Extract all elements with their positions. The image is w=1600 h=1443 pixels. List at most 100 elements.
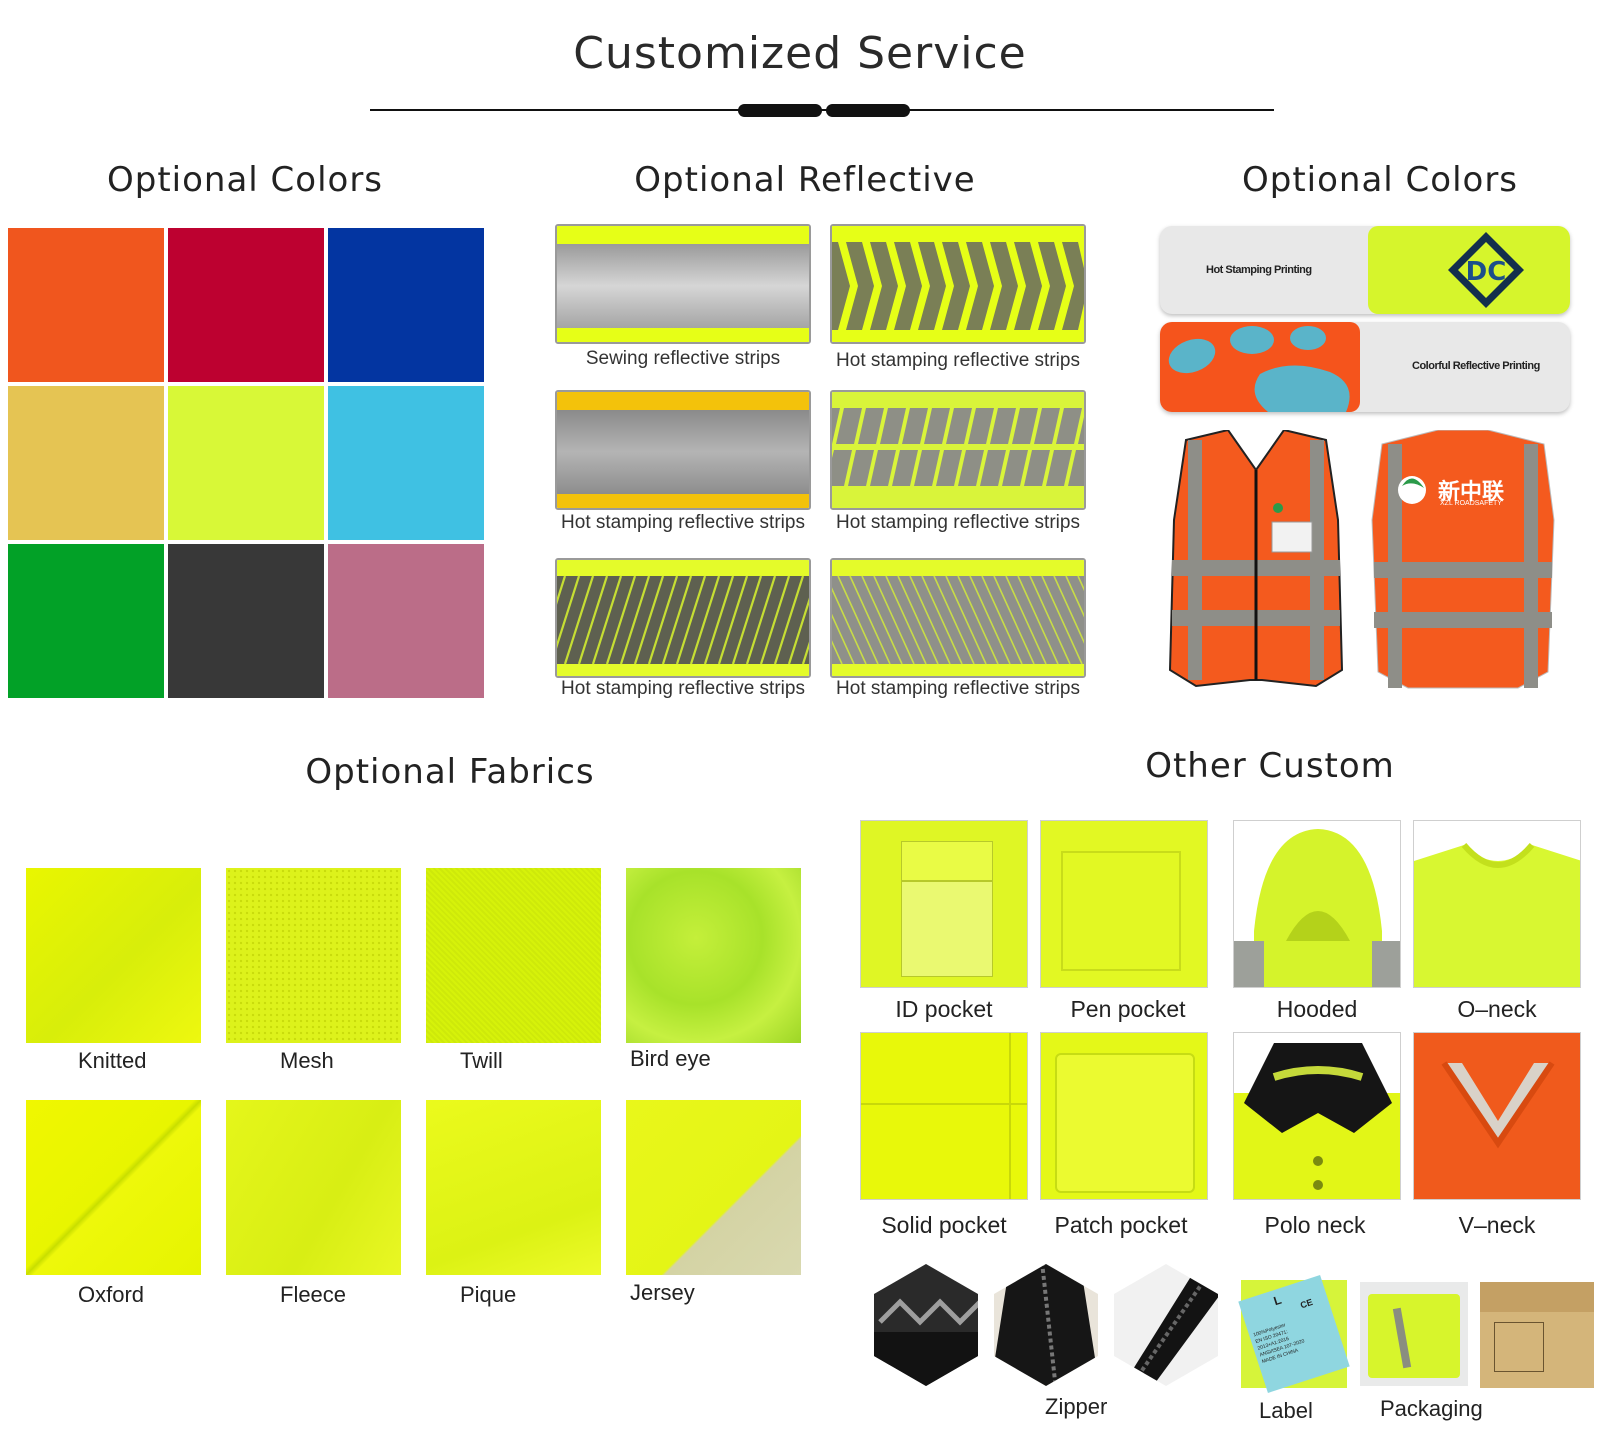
packaging-box-image	[1480, 1282, 1594, 1388]
care-label-icon: L CE 100%Polyester EN ISO 20471: 2013+A1…	[1238, 1275, 1350, 1393]
segmented-pattern	[832, 392, 1084, 508]
fabric-fleece	[226, 1100, 401, 1275]
fabric-bird-eye	[626, 868, 801, 1043]
color-swatch	[8, 386, 164, 540]
fabric-twill	[426, 868, 601, 1043]
color-swatch	[8, 544, 164, 698]
label-tag-image: L CE 100%Polyester EN ISO 20471: 2013+A1…	[1238, 1275, 1350, 1393]
color-swatch	[8, 228, 164, 382]
vest-printed-logo: 新中联 XZL ROADSAFETY	[1368, 429, 1558, 692]
fabric-label: Fleece	[280, 1282, 347, 1307]
hood-icon	[1234, 829, 1400, 987]
zipper-label: Zipper	[1045, 1394, 1108, 1419]
other-title: Other Custom	[1145, 746, 1395, 786]
bagged-vest-icon	[1368, 1294, 1460, 1378]
custom-polo-neck	[1233, 1032, 1401, 1200]
hot-stamping-sample: DC	[1368, 226, 1570, 314]
hot-stamping-label: Hot Stamping Printing	[1206, 264, 1312, 276]
vest-brand-cn: 新中联	[1438, 479, 1505, 504]
vest-front-icon	[1168, 428, 1344, 688]
custom-v-neck	[1413, 1032, 1581, 1200]
divider-pill-right	[826, 104, 910, 117]
packaging-caption: Packaging	[1380, 1396, 1483, 1421]
reflective-strip-plain	[555, 390, 811, 510]
fabric-label: Twill	[460, 1048, 503, 1073]
custom-label: O–neck	[1457, 996, 1537, 1022]
custom-label: Pen pocket	[1070, 996, 1186, 1022]
color-swatch	[168, 228, 324, 382]
custom-o-neck	[1413, 820, 1581, 988]
svg-text:DC: DC	[1466, 257, 1507, 287]
strip-caption: Hot stamping reflective strips	[561, 678, 805, 699]
custom-pen-pocket	[1040, 820, 1208, 988]
colors-left-title: Optional Colors	[106, 160, 384, 200]
label-tag-size: L	[1271, 1292, 1284, 1309]
color-swatch	[168, 544, 324, 698]
reflective-strip-diagonal-dark	[555, 558, 811, 678]
fabric-jersey	[626, 1100, 801, 1275]
title-divider	[370, 109, 1274, 111]
strip-caption: Hot stamping reflective strips	[836, 350, 1080, 371]
zipper-icon	[874, 1264, 1218, 1386]
chevron-pattern	[832, 226, 1084, 342]
fabric-label: Oxford	[78, 1282, 145, 1307]
reflective-strip-segmented	[830, 390, 1086, 510]
fabric-knitted	[26, 868, 201, 1043]
vest-front-zipper	[1166, 428, 1346, 690]
custom-label: Solid pocket	[881, 1212, 1007, 1238]
fabrics-title: Optional Fabrics	[305, 752, 595, 792]
label-tag-lines: 100%Polyester EN ISO 20471: 2013+A1:2016…	[1253, 1318, 1308, 1366]
paw-print-icon	[1168, 326, 1350, 412]
strip-caption: Hot stamping reflective strips	[836, 512, 1080, 533]
zipper-hexagons	[870, 1262, 1230, 1397]
fabric-mesh	[226, 868, 401, 1043]
label-tag-ce: CE	[1298, 1296, 1314, 1311]
v-neck-icon	[1441, 1061, 1555, 1149]
custom-hooded	[1233, 820, 1401, 988]
fabric-pique	[426, 1100, 601, 1275]
hot-stamping-card: Hot Stamping Printing DC	[1160, 226, 1570, 314]
o-neck-icon	[1414, 843, 1580, 987]
custom-id-pocket	[860, 820, 1028, 988]
divider-pill-left	[738, 104, 822, 117]
custom-label: Patch pocket	[1054, 1212, 1188, 1238]
label-caption: Label	[1259, 1398, 1313, 1423]
page-title: Customized Service	[573, 28, 1027, 79]
polo-collar-icon	[1234, 1043, 1400, 1199]
reflective-strip-diagonal-light	[830, 558, 1086, 678]
color-swatch	[328, 386, 484, 540]
custom-label: V–neck	[1458, 1212, 1536, 1238]
fabric-oxford	[26, 1100, 201, 1275]
color-swatch	[328, 544, 484, 698]
colorful-reflective-label: Colorful Reflective Printing	[1412, 360, 1540, 372]
paw-print-sample	[1160, 322, 1360, 412]
box-label-icon	[1494, 1322, 1544, 1372]
fabric-label: Jersey	[630, 1280, 695, 1305]
colors-right-title: Optional Colors	[1241, 160, 1519, 200]
fabric-label: Bird eye	[630, 1046, 711, 1071]
vest-brand-en: XZL ROADSAFETY	[1440, 500, 1502, 507]
vest-back-icon	[1371, 429, 1555, 689]
diamond-logo-icon: DC	[1448, 232, 1524, 308]
color-swatch	[328, 228, 484, 382]
strip-caption: Hot stamping reflective strips	[836, 678, 1080, 699]
strip-caption: Sewing reflective strips	[585, 348, 781, 369]
custom-solid-pocket	[860, 1032, 1028, 1200]
reflective-title: Optional Reflective	[634, 160, 976, 200]
reflective-strip-chevron	[830, 224, 1086, 344]
packaging-bag-image	[1360, 1282, 1468, 1386]
fabric-label: Pique	[460, 1282, 517, 1307]
reflective-strip-sewing	[555, 224, 811, 344]
diagonal-light-pattern	[832, 560, 1084, 676]
fabric-label: Mesh	[280, 1048, 334, 1073]
fabric-label: Knitted	[78, 1048, 147, 1073]
color-swatch-grid	[8, 228, 484, 700]
strip-caption: Hot stamping reflective strips	[561, 512, 805, 533]
custom-label: Hooded	[1276, 996, 1358, 1022]
colorful-reflective-card: Colorful Reflective Printing	[1160, 322, 1570, 412]
custom-label: Polo neck	[1264, 1212, 1366, 1238]
custom-patch-pocket	[1040, 1032, 1208, 1200]
custom-label: ID pocket	[895, 996, 993, 1022]
diagonal-pattern	[557, 560, 809, 676]
color-swatch	[168, 386, 324, 540]
